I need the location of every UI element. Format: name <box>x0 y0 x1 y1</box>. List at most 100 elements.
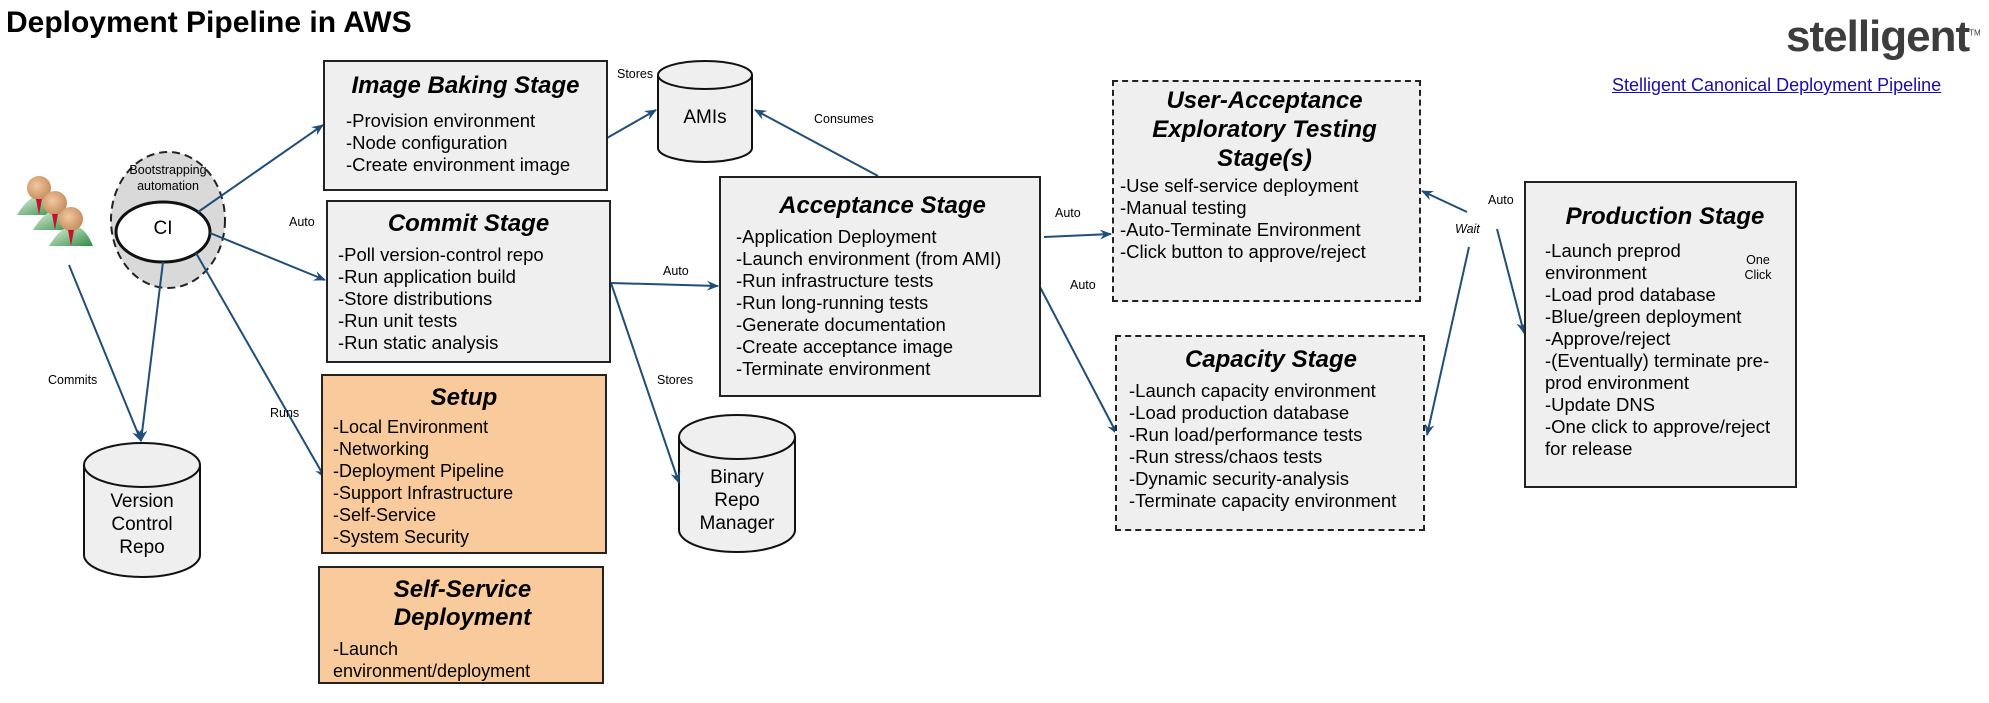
arrow-image-baking-to-amis <box>606 109 657 139</box>
list-item: -Blue/green deployment <box>1545 306 1742 327</box>
list-item: -Launch capacity environment <box>1129 380 1376 401</box>
list-item: -Use self-service deployment <box>1120 175 1359 196</box>
commit-stage[interactable]: Commit Stage -Poll version-control repo … <box>326 200 611 363</box>
commit-stage-items: -Poll version-control repo -Run applicat… <box>338 244 599 354</box>
arrow-wait-to-capacity <box>1424 246 1470 436</box>
list-item: -Application Deployment <box>736 226 937 247</box>
uat-stage-items: -Use self-service deployment -Manual tes… <box>1120 175 1409 263</box>
edge-label-auto-acceptance: Auto <box>663 264 689 278</box>
list-item: -Run application build <box>338 266 516 287</box>
list-item: -Poll version-control repo <box>338 244 544 265</box>
arrow-ci-to-image-baking <box>197 124 324 213</box>
logo-text: stelligent <box>1786 12 1970 61</box>
vcr-line-2: Control <box>111 514 173 535</box>
list-item: -Run load/performance tests <box>1129 424 1363 445</box>
list-item: -Update DNS <box>1545 394 1656 415</box>
commit-stage-title: Commit Stage <box>387 210 550 237</box>
list-item: -Create environment image <box>346 154 571 175</box>
list-item: -Generate documentation <box>736 314 946 335</box>
amis-cylinder <box>657 60 753 163</box>
brm-line-1: Binary <box>710 467 764 488</box>
capacity-stage[interactable]: Capacity Stage -Launch capacity environm… <box>1115 335 1425 531</box>
list-item: -Node configuration <box>346 132 508 153</box>
one-click-note: One Click <box>1744 253 1772 282</box>
vcr-line-3: Repo <box>119 537 165 558</box>
production-stage[interactable]: Production Stage -Launch preprod environ… <box>1524 181 1797 488</box>
ci-label: CI <box>153 218 173 239</box>
image-baking-stage-title: Image Baking Stage <box>351 72 580 99</box>
list-item: -Run long-running tests <box>736 292 929 313</box>
edge-label-wait: Wait <box>1455 222 1480 236</box>
stelligent-logo: stelligentTM <box>1786 12 1981 62</box>
edge-label-consumes: Consumes <box>814 112 874 126</box>
brm-line-3: Manager <box>699 513 775 534</box>
list-item: -Self-Service <box>333 505 437 525</box>
page-title: Deployment Pipeline in AWS <box>6 6 412 39</box>
acceptance-stage-items: -Application Deployment -Launch environm… <box>736 226 1029 380</box>
acceptance-stage[interactable]: Acceptance Stage -Application Deployment… <box>719 176 1041 397</box>
users-group-icon <box>17 176 93 246</box>
list-item: -Load prod database <box>1545 284 1716 305</box>
production-stage-title: Production Stage <box>1565 203 1765 230</box>
self-service-deployment-title: Self-Service Deployment <box>393 576 532 631</box>
image-baking-stage[interactable]: Image Baking Stage -Provision environmen… <box>323 60 608 191</box>
canonical-pipeline-link[interactable]: Stelligent Canonical Deployment Pipeline <box>1612 75 1942 95</box>
logo-tm: TM <box>1969 28 1981 38</box>
brm-line-2: Repo <box>714 490 760 511</box>
list-item: -Click button to approve/reject <box>1120 241 1366 262</box>
setup-stage-title: Setup <box>430 384 498 411</box>
arrow-to-production <box>1496 228 1527 334</box>
uat-stage[interactable]: User-Acceptance Exploratory Testing Stag… <box>1112 80 1421 302</box>
arrow-acceptance-to-capacity <box>1039 286 1118 435</box>
image-baking-stage-items: -Provision environment -Node configurati… <box>335 110 596 176</box>
list-item: -Store distributions <box>338 288 493 309</box>
list-item: -Launch preprod environment <box>1545 240 1681 283</box>
production-stage-items: -Launch preprod environment -Load prod d… <box>1545 240 1775 460</box>
list-item: -Create acceptance image <box>736 336 953 357</box>
self-service-deployment-stage[interactable]: Self-Service Deployment -Launch environm… <box>318 566 604 684</box>
binary-repo-manager-label: Binary Repo Manager <box>679 466 795 535</box>
list-item: -Networking <box>333 439 430 459</box>
setup-stage-items: -Local Environment -Networking -Deployme… <box>333 416 595 548</box>
version-control-repo-label: Version Control Repo <box>84 490 200 559</box>
edge-label-auto-commit: Auto <box>289 215 315 229</box>
list-item: -Run unit tests <box>338 310 458 331</box>
edge-label-runs: Runs <box>270 406 300 420</box>
list-item: -Launch environment/deployment <box>333 639 531 681</box>
setup-stage[interactable]: Setup -Local Environment -Networking -De… <box>321 374 607 554</box>
list-item: -Approve/reject <box>1545 328 1671 349</box>
list-item: -Deployment Pipeline <box>333 461 505 481</box>
arrow-users-to-version-control <box>68 264 142 442</box>
arrow-acceptance-to-uat <box>1043 229 1112 240</box>
list-item: -System Security <box>333 527 470 547</box>
arrow-acceptance-to-amis <box>754 109 879 177</box>
list-item: -(Eventually) terminate pre-prod environ… <box>1545 350 1770 393</box>
edge-label-auto-uat: Auto <box>1055 206 1081 220</box>
edge-label-commits: Commits <box>48 373 98 387</box>
list-item: -Launch environment (from AMI) <box>736 248 1002 269</box>
arrow-commit-to-acceptance <box>610 280 719 291</box>
list-item: -Support Infrastructure <box>333 483 514 503</box>
vcr-line-1: Version <box>110 491 174 512</box>
list-item: -Run stress/chaos tests <box>1129 446 1323 467</box>
arrow-ci-to-setup <box>195 252 326 479</box>
capacity-stage-title: Capacity Stage <box>1184 346 1358 373</box>
arrow-commit-to-binary-repo <box>610 282 681 484</box>
list-item: -Terminate environment <box>736 358 931 379</box>
self-service-deployment-items: -Launch environment/deployment <box>333 638 533 682</box>
amis-label: AMIs <box>683 107 727 128</box>
list-item: -Run static analysis <box>338 332 499 353</box>
list-item: -Provision environment <box>346 110 536 131</box>
bootstrapping-automation-label: Bootstrapping automation <box>129 163 207 193</box>
arrow-ci-to-commit <box>209 232 326 281</box>
edge-label-auto-production: Auto <box>1488 193 1514 207</box>
list-item: -Auto-Terminate Environment <box>1120 219 1361 240</box>
list-item: -Terminate capacity environment <box>1129 490 1397 511</box>
arrow-ci-to-version-control <box>137 261 164 442</box>
edge-label-auto-capacity: Auto <box>1070 278 1096 292</box>
binary-repo-manager-cylinder <box>678 414 796 553</box>
list-item: -Local Environment <box>333 417 489 437</box>
list-item: -Load production database <box>1129 402 1350 423</box>
capacity-stage-items: -Launch capacity environment -Load produ… <box>1129 380 1413 512</box>
